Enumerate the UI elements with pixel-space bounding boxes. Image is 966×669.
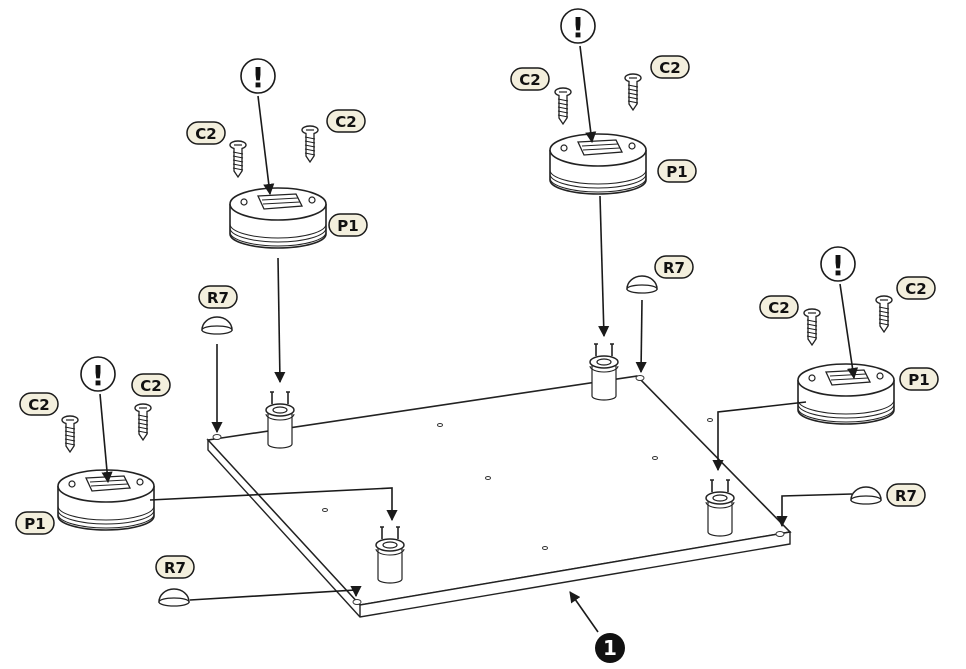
label-c2: C2 xyxy=(510,67,550,91)
svg-text:!: ! xyxy=(832,249,845,282)
caution-callouts: ! ! ! ! xyxy=(80,8,856,392)
svg-text:C2: C2 xyxy=(519,71,540,89)
label-c2: C2 xyxy=(19,392,59,416)
svg-text:!: ! xyxy=(92,359,105,392)
svg-text:1: 1 xyxy=(603,636,617,660)
svg-text:P1: P1 xyxy=(908,371,929,389)
svg-text:C2: C2 xyxy=(335,113,356,131)
label-r7: R7 xyxy=(886,483,926,507)
caution-icon: ! xyxy=(240,58,276,94)
part-number-callout: 1 xyxy=(595,633,625,663)
screw-c2 xyxy=(803,308,821,346)
svg-text:!: ! xyxy=(572,11,585,44)
svg-text:C2: C2 xyxy=(195,125,216,143)
label-c2: C2 xyxy=(896,276,936,300)
label-p1: P1 xyxy=(15,511,55,535)
foot-p1 xyxy=(229,187,327,249)
svg-text:R7: R7 xyxy=(895,487,917,505)
plate-insert xyxy=(589,343,619,401)
pad-r7 xyxy=(158,588,190,607)
svg-text:R7: R7 xyxy=(164,559,186,577)
label-c2: C2 xyxy=(186,121,226,145)
screw-c2 xyxy=(624,73,642,111)
assembly-arrows xyxy=(99,45,859,633)
foot-p1 xyxy=(549,133,647,195)
svg-text:C2: C2 xyxy=(659,59,680,77)
svg-text:R7: R7 xyxy=(663,259,685,277)
screw-c2 xyxy=(61,415,79,453)
svg-text:C2: C2 xyxy=(905,280,926,298)
label-c2: C2 xyxy=(759,295,799,319)
label-r7: R7 xyxy=(654,255,694,279)
svg-text:C2: C2 xyxy=(140,377,161,395)
plate-insert xyxy=(265,391,295,449)
caution-icon: ! xyxy=(560,8,596,44)
foot-p1 xyxy=(57,469,155,531)
svg-text:R7: R7 xyxy=(207,289,229,307)
base-plate xyxy=(206,375,792,618)
foot-p1 xyxy=(797,363,895,425)
svg-text:P1: P1 xyxy=(666,163,687,181)
screw-c2 xyxy=(875,295,893,333)
pad-r7 xyxy=(201,316,233,335)
caution-icon: ! xyxy=(820,246,856,282)
svg-text:P1: P1 xyxy=(337,217,358,235)
screw-c2 xyxy=(229,140,247,178)
svg-text:C2: C2 xyxy=(28,396,49,414)
pad-r7 xyxy=(626,275,658,294)
label-p1: P1 xyxy=(328,213,368,237)
caution-icon: ! xyxy=(80,356,116,392)
screw-c2 xyxy=(134,403,152,441)
label-r7: R7 xyxy=(198,285,238,309)
part-labels: C2 C2 C2 C2 C2 C2 C2 C2 P1 P1 P1 P1 R7 R… xyxy=(15,55,939,579)
label-c2: C2 xyxy=(326,109,366,133)
label-p1: P1 xyxy=(899,367,939,391)
screw-c2 xyxy=(554,87,572,125)
label-p1: P1 xyxy=(657,159,697,183)
label-c2: C2 xyxy=(650,55,690,79)
label-r7: R7 xyxy=(155,555,195,579)
svg-text:P1: P1 xyxy=(24,515,45,533)
label-c2: C2 xyxy=(131,373,171,397)
svg-text:!: ! xyxy=(252,61,265,94)
pad-r7 xyxy=(850,486,882,505)
screw-c2 xyxy=(301,125,319,163)
svg-text:C2: C2 xyxy=(768,299,789,317)
